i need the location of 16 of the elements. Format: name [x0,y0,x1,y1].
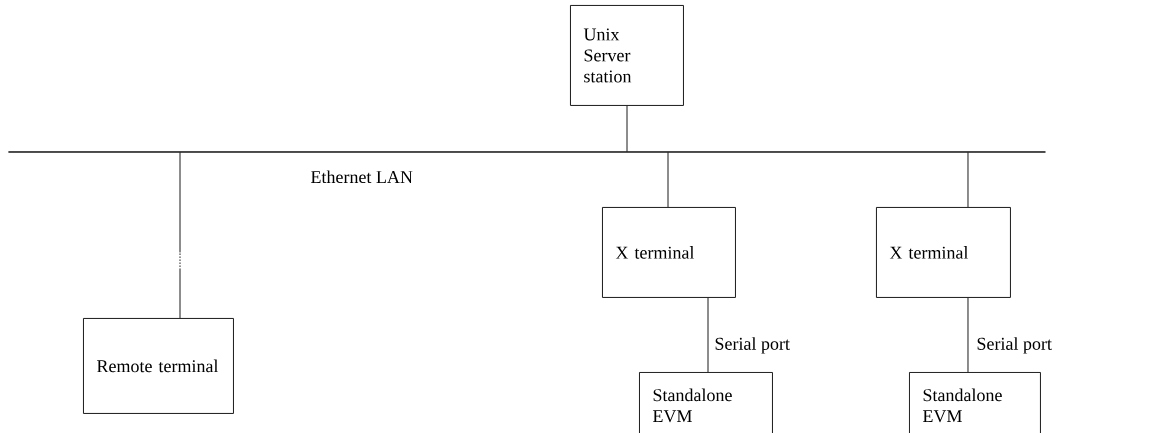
connector-line [667,152,669,208]
connector-line [707,297,709,373]
edge-label: Serial port [977,337,1052,354]
terminal-box: Unix Server station [570,5,684,106]
connector-line [967,297,969,373]
edge-label: Serial port [715,337,790,354]
terminal-box: X terminal [876,207,1011,298]
terminal-box: Standalone EVM [639,372,773,433]
connector-line [179,152,181,319]
network-label: Ethernet LAN [311,170,413,184]
connector-line [967,152,969,208]
network-bus-line [8,151,1046,153]
terminal-box: Standalone EVM [909,372,1041,433]
terminal-box: Remote terminal [83,318,234,414]
connector-line [626,105,628,152]
terminal-box: X terminal [602,207,736,298]
